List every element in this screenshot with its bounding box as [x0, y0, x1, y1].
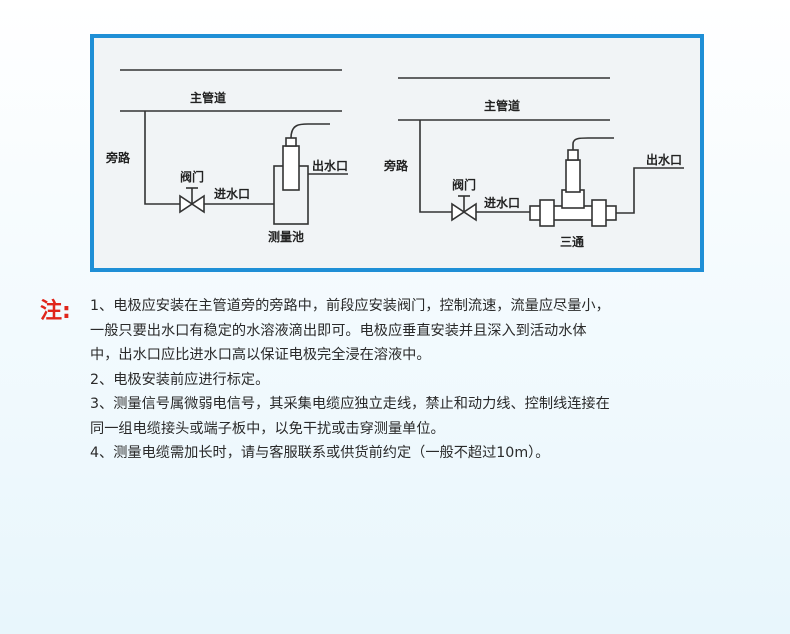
right-outlet-pipe: [616, 167, 684, 214]
note-line: 中，出水口应比进水口高以保证电极完全浸在溶液中。: [90, 347, 431, 363]
right-tee-label: 三通: [560, 234, 584, 249]
note-line: 一般只要出水口有稳定的水溶液滴出即可。电极应垂直安装并且深入到活动水体: [90, 322, 587, 339]
left-outlet-label: 出水口: [312, 158, 348, 173]
notes-list: 1、电极应安装在主管道旁的旁路中，前段应安装阀门，控制流速，流量应尽量小， 一般…: [90, 294, 730, 466]
right-valve-label: 阀门: [452, 177, 476, 192]
left-main-pipe-label: 主管道: [190, 90, 226, 105]
notes-title: 注:: [40, 299, 71, 324]
left-inlet-label: 进水口: [214, 186, 250, 201]
note-line: 同一组电缆接头或端子板中，以免干扰或击穿测量单位。: [90, 420, 445, 437]
right-inlet-label: 进水口: [484, 195, 520, 210]
note-line: 4、测量电缆需加长时，请与客服联系或供货前约定（一般不超过10m）。: [90, 445, 550, 461]
right-bypass-pipe: [419, 120, 452, 213]
left-valve-icon: [179, 194, 194, 214]
left-bypass-label: 旁路: [105, 150, 131, 165]
left-valve-label: 阀门: [180, 169, 204, 184]
right-bypass-label: 旁路: [383, 158, 409, 173]
left-bypass-pipe: [144, 111, 180, 205]
note-line: 3、测量信号属微弱电信号，其采集电缆应独立走线，禁止和动力线、控制线连接在: [90, 396, 610, 412]
installation-diagram: 主管道 旁路 阀门 进水口 出水口 测量池 主管道 旁路 阀门 进水口 出水口 …: [90, 34, 704, 272]
left-tank-label: 测量池: [268, 229, 304, 244]
right-outlet-label: 出水口: [646, 152, 682, 167]
right-electrode: [565, 159, 581, 193]
right-valve-icon: [451, 202, 466, 222]
right-main-pipe-label: 主管道: [484, 98, 520, 113]
installation-diagram-svg: 主管道 旁路 阀门 进水口 出水口 测量池 主管道 旁路 阀门 进水口 出水口 …: [105, 69, 684, 249]
note-line: 1、电极应安装在主管道旁的旁路中，前段应安装阀门，控制流速，流量应尽量小，: [90, 298, 610, 314]
left-electrode: [282, 145, 300, 191]
note-line: 2、电极安装前应进行标定。: [90, 371, 270, 388]
